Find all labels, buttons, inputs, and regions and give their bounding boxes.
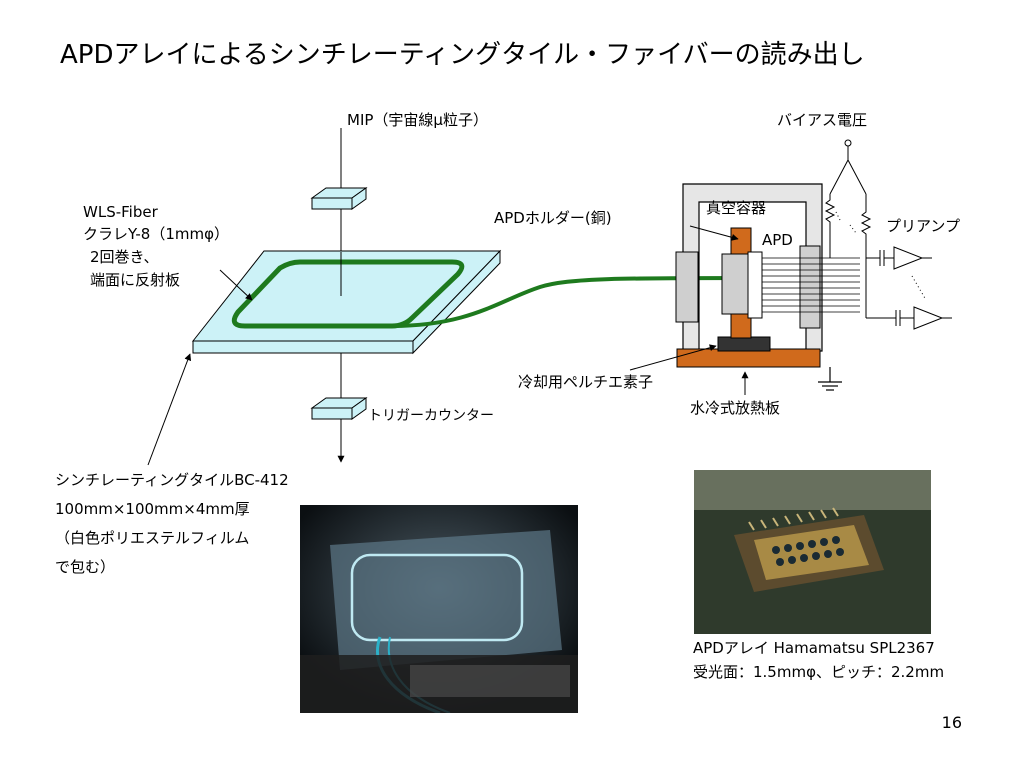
lower-trigger-counter xyxy=(310,397,368,420)
wls-reflector-label: 端面に反射板 xyxy=(90,271,181,289)
tile-photo xyxy=(300,505,578,713)
wls-fiber-label: WLS-Fiber xyxy=(83,203,158,221)
upper-trigger-counter xyxy=(310,187,368,210)
feedthrough xyxy=(799,245,821,329)
apd-chip xyxy=(747,251,763,319)
preamp-1 xyxy=(866,246,932,270)
wls-fiber-loop xyxy=(231,259,465,329)
vacuum-vessel xyxy=(675,183,823,352)
trigger-counter-label: トリガーカウンター xyxy=(368,408,494,424)
vacuum-vessel-label: 真空容器 xyxy=(706,199,767,217)
wls-fiber-type-label: クラレY-8（1mmφ） xyxy=(83,225,230,243)
apd-label: APD xyxy=(762,231,793,249)
wls-fiber-line xyxy=(391,276,761,328)
apd-array-photo xyxy=(694,470,931,634)
peltier-label: 冷却用ペルチエ素子 xyxy=(518,373,654,391)
peltier-element xyxy=(717,336,771,352)
heat-sink-plate xyxy=(676,348,821,368)
wls-winding-label: 2回巻き、 xyxy=(90,248,159,266)
apd-array-spec: 受光面：1.5mmφ、ピッチ：2.2mm xyxy=(693,663,945,681)
tile-wrap-label: （白色ポリエステルフィルム xyxy=(55,529,250,547)
bias-voltage-label: バイアス電圧 xyxy=(777,111,868,129)
apd-array-caption: APDアレイ Hamamatsu SPL2367 xyxy=(693,639,935,657)
slide-title: APDアレイによるシンチレーティングタイル・ファイバーの読み出し xyxy=(60,40,865,70)
preamp-label: プリアンプ xyxy=(886,217,960,235)
heat-sink-label: 水冷式放熱板 xyxy=(690,399,781,417)
tile-wrap-label-2: で包む） xyxy=(55,558,116,576)
page-number: 16 xyxy=(941,713,962,732)
tile-size-label: 100mm×100mm×4mm厚 xyxy=(55,500,250,518)
preamp-2 xyxy=(866,306,952,330)
mip-label: MIP（宇宙線μ粒子） xyxy=(347,111,488,129)
scintillating-tile xyxy=(191,249,502,355)
tile-type-label: シンチレーティングタイルBC-412 xyxy=(55,471,289,489)
apd-holder-label: APDホルダー(銅) xyxy=(494,209,612,227)
apd-holder xyxy=(721,227,752,339)
bias-network xyxy=(824,139,872,318)
ground-symbol xyxy=(818,367,842,391)
signal-wires xyxy=(762,257,860,313)
